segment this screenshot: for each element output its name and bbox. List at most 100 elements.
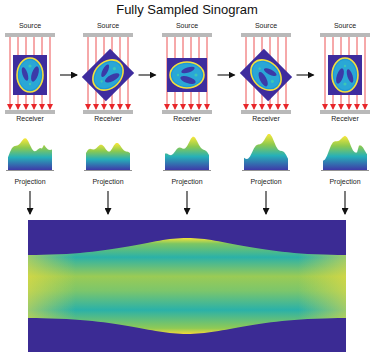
node-label: Projection bbox=[320, 178, 370, 186]
phantom-skull bbox=[332, 58, 358, 92]
receiver-bar bbox=[5, 110, 55, 114]
step-arrow bbox=[218, 74, 235, 75]
node-label: Source bbox=[5, 22, 55, 30]
phantom-square bbox=[13, 55, 47, 95]
source-node: Source bbox=[162, 22, 212, 30]
projection-node: Projection bbox=[83, 128, 133, 186]
phantom-square bbox=[328, 55, 362, 95]
source-node: Source bbox=[241, 22, 291, 30]
scan-column bbox=[240, 33, 314, 214]
scan-column bbox=[320, 33, 370, 214]
source-bar bbox=[5, 33, 55, 37]
node-label: Source bbox=[83, 22, 133, 30]
node-label: Receiver bbox=[241, 115, 291, 123]
phantom-ventricle bbox=[263, 67, 278, 78]
receiver-bar bbox=[83, 110, 133, 114]
node-label: Projection bbox=[162, 178, 212, 186]
projection-profile bbox=[323, 136, 367, 170]
step-arrow bbox=[139, 74, 156, 75]
phantom-square bbox=[167, 58, 207, 92]
phantom-ventricle bbox=[20, 67, 29, 82]
phantom-brain bbox=[172, 64, 202, 86]
sinogram-ground bbox=[28, 220, 346, 352]
projection-profile bbox=[244, 134, 288, 170]
projection-baseline bbox=[321, 170, 369, 171]
down-arrow bbox=[265, 191, 266, 214]
phantom bbox=[82, 49, 134, 101]
scan-column bbox=[162, 33, 235, 214]
down-arrow bbox=[107, 191, 108, 214]
node-label: Source bbox=[241, 22, 291, 30]
phantom bbox=[167, 58, 207, 92]
receiver-bar bbox=[162, 110, 212, 114]
projection-profile bbox=[165, 137, 209, 171]
receiver-node: Receiver bbox=[83, 115, 133, 123]
phantom-dot bbox=[177, 74, 179, 76]
ray-arrow bbox=[365, 37, 366, 109]
phantom-brain bbox=[90, 57, 127, 94]
projection-profile bbox=[8, 138, 52, 170]
diagram-title: Fully Sampled Sinogram bbox=[0, 2, 374, 17]
phantom bbox=[328, 55, 362, 95]
phantom-brain bbox=[334, 60, 356, 90]
scan-column bbox=[5, 33, 77, 214]
receiver-node: Receiver bbox=[5, 115, 55, 123]
phantom bbox=[13, 55, 47, 95]
step-arrow bbox=[60, 74, 77, 75]
phantom-square bbox=[82, 49, 134, 101]
receiver-node: Receiver bbox=[320, 115, 370, 123]
projection-node: Projection bbox=[162, 128, 212, 186]
ray-arrow bbox=[50, 37, 51, 109]
node-label: Receiver bbox=[162, 115, 212, 123]
down-arrow bbox=[186, 191, 187, 214]
phantom-ventricle bbox=[345, 69, 354, 84]
phantom-dot bbox=[112, 66, 117, 71]
phantom-dot bbox=[344, 65, 346, 67]
scan-column bbox=[82, 33, 156, 214]
source-node: Source bbox=[5, 22, 55, 30]
down-arrow bbox=[29, 191, 30, 214]
phantom-dot bbox=[258, 67, 261, 70]
ray-arrow bbox=[10, 37, 11, 109]
phantom-dot bbox=[270, 79, 275, 84]
source-node: Source bbox=[83, 22, 133, 30]
phantom-ventricle bbox=[179, 74, 196, 85]
phantom-brain bbox=[248, 57, 285, 94]
phantom-ventricle bbox=[181, 65, 196, 74]
projection-profile bbox=[86, 143, 130, 170]
down-arrow bbox=[344, 191, 345, 214]
phantom-square bbox=[240, 49, 292, 101]
receiver-bar bbox=[241, 110, 291, 114]
node-label: Projection bbox=[241, 178, 291, 186]
node-label: Source bbox=[320, 22, 370, 30]
node-label: Receiver bbox=[320, 115, 370, 123]
phantom-dot bbox=[100, 80, 103, 83]
source-bar bbox=[320, 33, 370, 37]
source-node: Source bbox=[320, 22, 370, 30]
phantom-skull bbox=[170, 62, 204, 88]
projection-node: Projection bbox=[241, 128, 291, 186]
step-arrow bbox=[297, 74, 314, 75]
phantom-dot bbox=[343, 82, 346, 85]
projection-baseline bbox=[84, 170, 132, 171]
node-label: Receiver bbox=[83, 115, 133, 123]
phantom-ventricle bbox=[29, 65, 40, 82]
source-bar bbox=[241, 33, 291, 37]
phantom-ventricle bbox=[257, 71, 270, 88]
sinogram-band bbox=[28, 238, 346, 334]
source-bar bbox=[162, 33, 212, 37]
phantom bbox=[240, 49, 292, 101]
node-label: Projection bbox=[5, 178, 55, 186]
phantom-skull bbox=[17, 58, 43, 92]
projection-baseline bbox=[6, 170, 54, 171]
node-label: Projection bbox=[83, 178, 133, 186]
node-label: Source bbox=[162, 22, 212, 30]
ray-arrow bbox=[325, 37, 326, 109]
phantom-dot bbox=[194, 73, 197, 76]
node-label: Receiver bbox=[5, 115, 55, 123]
projection-baseline bbox=[242, 170, 290, 171]
phantom-skull bbox=[245, 54, 287, 96]
phantom-skull bbox=[87, 54, 129, 96]
receiver-node: Receiver bbox=[241, 115, 291, 123]
phantom-ventricle bbox=[100, 63, 111, 78]
